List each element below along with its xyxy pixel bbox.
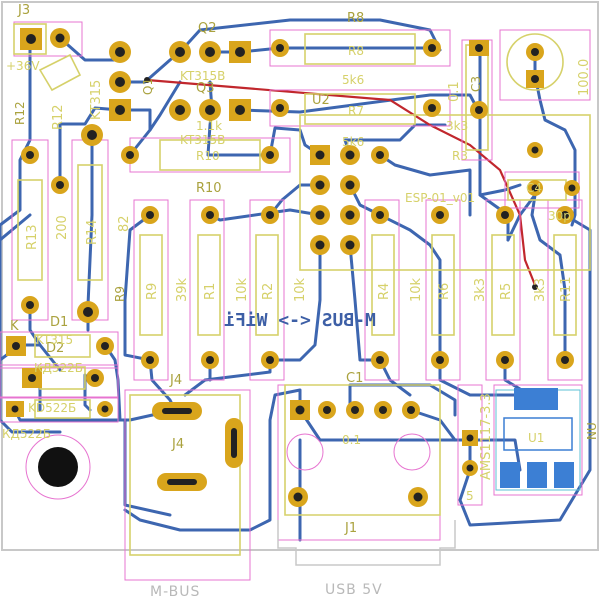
value-r14: 200: [55, 215, 70, 240]
ref-k: K: [10, 319, 19, 334]
ref-j4-body: J4: [171, 437, 184, 452]
copper-traces: [0, 18, 592, 542]
label-r10: R10: [196, 149, 220, 163]
ref-q3: Q3: [196, 81, 215, 96]
ref-c3: C3: [469, 76, 483, 92]
red-trace: [146, 78, 537, 286]
label-c4: C4: [526, 181, 542, 195]
label-r13: R13: [25, 224, 40, 250]
value-r5: 3k3: [473, 278, 488, 302]
label-r4: R4: [377, 283, 392, 300]
usb-outline: [277, 520, 456, 566]
ref-r10: R10: [196, 181, 222, 196]
label-r1: R1: [203, 283, 218, 300]
value-r1: 39k: [175, 277, 190, 302]
value-q3: KT315B: [180, 133, 225, 147]
label-r3: R3: [452, 149, 468, 163]
value-c4: 30p: [548, 209, 571, 223]
ref-j3: J3: [17, 3, 30, 18]
value-r7: 5k6: [342, 135, 364, 149]
ref-j4: J4: [169, 373, 182, 388]
label-r6: R6: [437, 283, 452, 300]
value-r3: 3k3: [446, 119, 468, 133]
value-r4: 10k: [293, 277, 308, 302]
label-u1: U1: [528, 431, 544, 445]
ref-r12: R12: [13, 101, 27, 125]
value-c3: 0.1: [447, 81, 462, 102]
label-r14: R14: [85, 219, 100, 245]
value-r8: 5k6: [342, 73, 364, 87]
board-outline: [1, 1, 599, 551]
ref-d2: D2: [46, 341, 64, 356]
value-r10: 1.1k: [196, 119, 222, 133]
value-q1: KT315: [89, 80, 104, 120]
label-r8: R8: [348, 44, 364, 58]
label-r11: R11: [559, 276, 574, 302]
ref-q2: Q2: [198, 21, 217, 36]
value-c1: 0.1: [342, 433, 361, 447]
value-r11: 3k3: [533, 278, 548, 302]
mounting-hole-drill: [38, 447, 78, 487]
copper-text: M-BUS <-> WiFi: [224, 310, 376, 331]
ref-r8: R8: [347, 11, 364, 26]
pads: [6, 28, 580, 507]
ref-j1: J1: [344, 521, 357, 536]
label-r12: R12: [51, 104, 66, 130]
value-kd-ref: KD522Б: [28, 401, 76, 415]
label-usb: USB 5V: [325, 582, 383, 598]
smd-regulator: [495, 388, 581, 491]
value-u2: ESP-01_v01: [405, 191, 475, 205]
silkscreen: [13, 23, 591, 556]
value-kd-1: КД522Б: [34, 361, 83, 375]
label-r9: R9: [145, 283, 160, 300]
ref-r9: R9: [113, 286, 127, 302]
value-cap: 100.0: [577, 59, 592, 96]
value-q2: KT315B: [180, 69, 225, 83]
label-nu: NU: [585, 422, 599, 440]
value-regulator: AMS1117-3.3: [479, 393, 494, 480]
label-mbus: M-BUS: [150, 584, 200, 600]
value-k: KT315: [36, 333, 73, 347]
label-r5: R5: [499, 283, 514, 300]
label-r7: R7: [348, 104, 364, 118]
via: [532, 284, 538, 290]
value-r9: 82: [117, 215, 132, 232]
via: [144, 77, 150, 83]
value-r6: 10k: [409, 277, 424, 302]
value-kd-2: КД522Б: [2, 427, 51, 441]
mounting-hole: [25, 434, 91, 500]
label-five: 5: [466, 489, 474, 503]
ref-q1: Q1: [141, 78, 155, 95]
ref-c1: C1: [346, 371, 363, 386]
ref-d1: D1: [50, 315, 68, 330]
usb-shapes: [286, 433, 431, 471]
value-r2: 10k: [235, 277, 250, 302]
value-j3: +36V: [6, 59, 40, 73]
label-r2: R2: [261, 283, 276, 300]
ref-u2: U2: [312, 93, 330, 108]
